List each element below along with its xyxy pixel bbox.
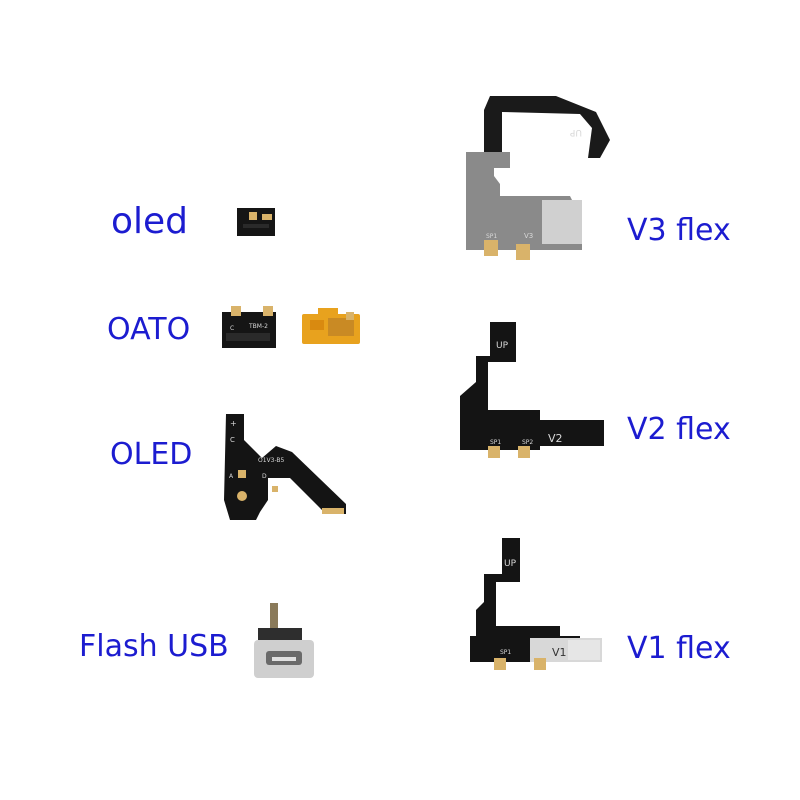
flash-usb-board	[254, 603, 314, 678]
v3-sp1-marking: SP1	[486, 233, 497, 240]
v3-version-marking: V3	[524, 232, 533, 240]
v2-sp1-marking: SP1	[490, 439, 501, 446]
oato-black-chip: C TBM-2	[222, 306, 276, 348]
v3-flex-cable: UP V3 SP1	[466, 96, 610, 260]
oato-c-marking: C	[230, 325, 234, 332]
v1-up-marking: UP	[504, 559, 517, 569]
label-v1-flex: V1 flex	[627, 631, 731, 666]
v2-up-marking: UP	[496, 341, 509, 351]
v2-flex-cable: UP V2 SP1 SP2	[460, 322, 604, 458]
label-oled-small: oled	[111, 201, 189, 242]
v2-version-marking: V2	[548, 432, 563, 445]
label-oato: OATO	[107, 312, 191, 347]
v1-flex-cable: UP V1 SP1	[470, 538, 602, 670]
oled-d-marking: D	[262, 473, 267, 480]
oato-chip-marking: TBM-2	[248, 323, 268, 330]
label-oled-large: OLED	[110, 437, 193, 472]
oled-a-marking: A	[229, 473, 234, 480]
v1-version-marking: V1	[552, 646, 567, 659]
v1-sp1-marking: SP1	[500, 649, 511, 656]
v3-up-marking: UP	[569, 127, 582, 137]
oled-flex-board: + C O1V3-B5 A D	[224, 414, 346, 520]
v2-sp2-marking: SP2	[522, 439, 533, 446]
label-flash-usb: Flash USB	[79, 629, 229, 664]
oled-plus-marking: +	[230, 419, 237, 428]
oled-small-chip	[237, 208, 275, 236]
oled-c-marking: C	[230, 436, 235, 444]
oled-board-marking: O1V3-B5	[258, 457, 285, 464]
oato-orange-chip	[302, 308, 360, 344]
label-v3-flex: V3 flex	[627, 213, 731, 248]
label-v2-flex: V2 flex	[627, 412, 731, 447]
